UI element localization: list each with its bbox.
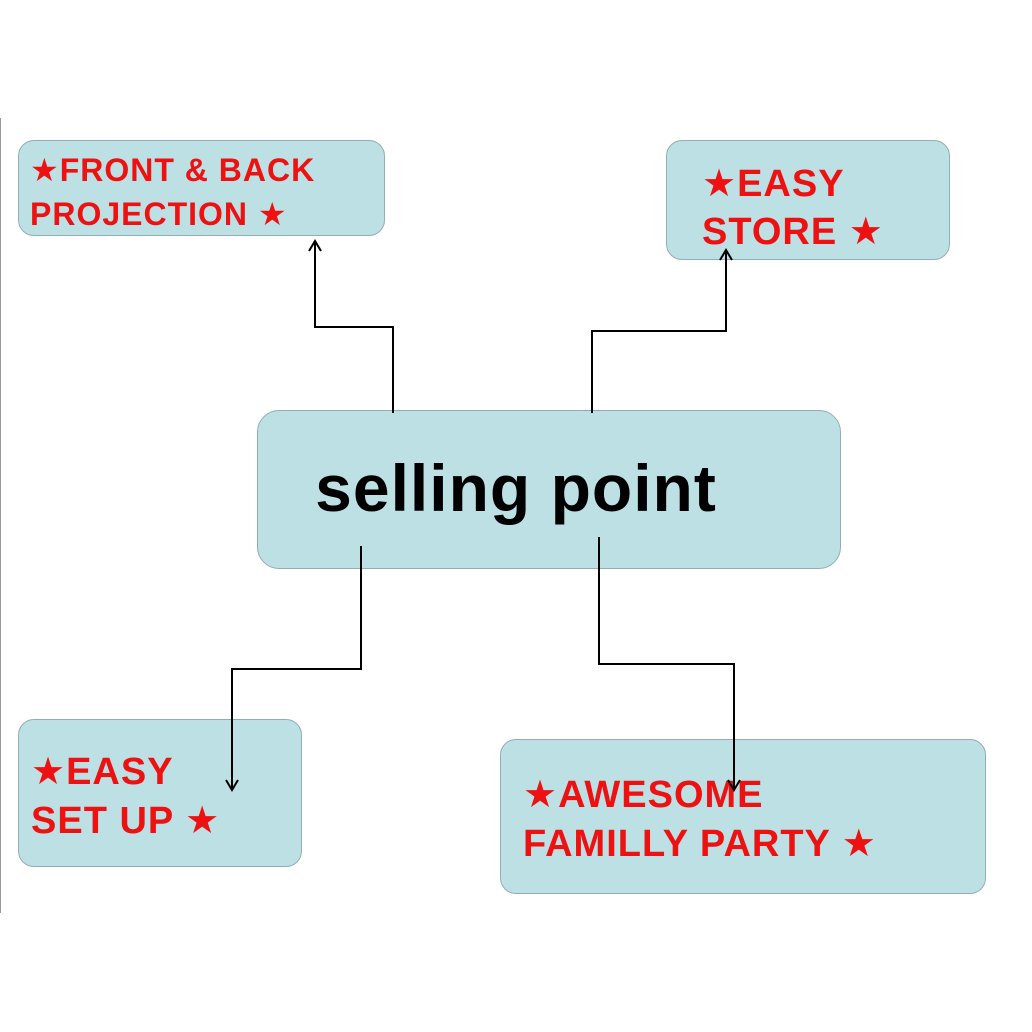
point-label-line: STORE ★ [702, 211, 884, 253]
arrowhead-top-left [308, 239, 322, 252]
point-box-front-back-projection [18, 140, 385, 236]
point-label-line: ★AWESOME [523, 774, 764, 816]
point-label-line: FAMILLY PARTY ★ [523, 823, 877, 865]
left-edge-line [0, 118, 1, 913]
point-label-line: ★EASY [702, 163, 845, 205]
point-box-easy-store [666, 140, 950, 260]
point-label-line: SET UP ★ [31, 800, 221, 842]
point-label-easy-set-up: ★EASY SET UP ★ [31, 748, 220, 846]
connector-top-right [591, 250, 727, 413]
connector-top-left [314, 241, 394, 413]
point-box-awesome-familly-party [500, 739, 986, 894]
center-label: selling point [315, 451, 717, 525]
point-label-easy-store: ★EASY STORE ★ [702, 160, 884, 256]
point-label-awesome-familly-party: ★AWESOME FAMILLY PARTY ★ [523, 771, 877, 869]
point-label-line: ★EASY [31, 751, 174, 793]
point-label-line: PROJECTION ★ [30, 196, 288, 232]
center-box [257, 410, 841, 569]
point-label-front-back-projection: ★FRONT & BACK PROJECTION ★ [30, 148, 315, 236]
point-label-line: ★FRONT & BACK [30, 152, 316, 188]
